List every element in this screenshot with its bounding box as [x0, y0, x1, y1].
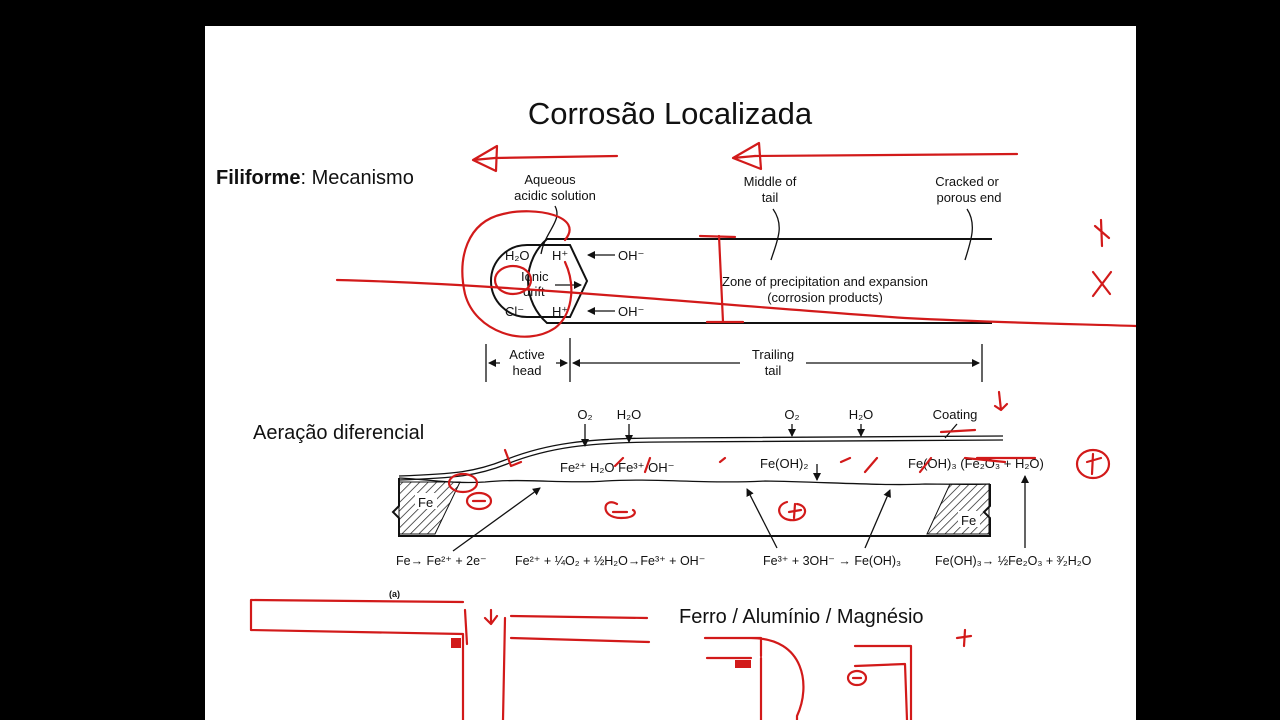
h2o-label-a: H₂O [617, 407, 642, 422]
ink-ticks [613, 456, 933, 474]
ink-cathode-2-plus [787, 502, 803, 520]
aeration-diagram: O₂ H₂O O₂ H₂O Coating Fe Fe Fe²⁺ H₂O Fe³… [389, 407, 1092, 599]
ink-sketch-right [509, 614, 651, 644]
h-plus-top: H⁺ [552, 248, 568, 263]
ink-cathode-2 [778, 500, 807, 522]
active-head-1: Active [509, 347, 544, 362]
aqueous-label-2: acidic solution [514, 188, 596, 203]
ink-step-circle [846, 669, 868, 687]
oh-bottom: OH⁻ [618, 304, 644, 319]
aqueous-leader [540, 205, 558, 255]
ink-i-mark [698, 234, 745, 324]
figure-label: (a) [389, 589, 400, 599]
slide-title: Corrosão Localizada [528, 96, 813, 131]
aeration-heading: Aeração diferencial [253, 422, 424, 444]
ink-d-mark [735, 660, 751, 668]
equation-3: Fe³⁺ + 3OH⁻ → Fe(OH)₃ [763, 554, 901, 568]
filiform-bold: Filiforme [216, 167, 300, 189]
cracked-end-leader [964, 208, 973, 261]
ink-plus-in-circle [1085, 452, 1103, 476]
ink-sketch-gap [463, 608, 507, 720]
filiform-heading: Filiforme: Mecanismo [216, 167, 414, 189]
ink-plus-top [1093, 218, 1111, 248]
ink-pit-mark [451, 638, 461, 648]
equation-2: Fe²⁺ + ¼O₂ + ½H₂O→Fe³⁺ + OH⁻ [515, 554, 705, 568]
ink-arrow-shaft-2 [753, 152, 1019, 158]
o2-label-a: O₂ [577, 407, 592, 422]
ink-sketch-step [853, 644, 913, 720]
ink-anode-circle [447, 472, 479, 494]
zone-label-1: Zone of precipitation and expansion [722, 274, 928, 289]
metals-heading: Ferro / Alumínio / Magnésio [679, 606, 924, 628]
coating-upper [398, 435, 1004, 477]
filiform-rest: : Mecanismo [300, 167, 413, 189]
corrosion-interface [398, 477, 991, 486]
coating-lower [398, 439, 1004, 481]
aqueous-label-1: Aqueous [524, 172, 576, 187]
fe-oh3-label: Fe(OH)₃ (Fe₂O₃ + H₂O) [908, 456, 1044, 471]
slide-canvas: Corrosão Localizada Filiforme: Mecanismo… [216, 96, 1136, 720]
steel-plate [391, 478, 991, 537]
eq3b-leader [864, 489, 891, 549]
cl-label: Cl⁻ [505, 304, 524, 319]
fe-left-label: Fe [418, 495, 433, 510]
trailing-tail-bg [740, 346, 806, 378]
ink-head-circle [461, 210, 573, 338]
ionic-drift-2: drift [523, 284, 545, 299]
oh-top: OH⁻ [618, 248, 644, 263]
equation-1: Fe→ Fe²⁺ + 2e⁻ [396, 554, 487, 568]
o2-label-b: O₂ [784, 407, 799, 422]
ink-times [1091, 270, 1113, 298]
middle-tail-label-1: Middle of [744, 174, 797, 189]
fe-right-bg [958, 511, 980, 527]
ink-arrow-shaft-1 [493, 154, 619, 160]
ink-long-line [335, 278, 1136, 328]
ink-minus-ellipse [465, 491, 493, 511]
filament-diagram: Aqueous acidic solution Middle of tail C… [485, 172, 1002, 382]
ink-plus-circle [1075, 448, 1111, 480]
middle-tail-leader [770, 208, 780, 261]
cracked-end-label-2: porous end [936, 190, 1001, 205]
h-plus-bottom: H⁺ [552, 304, 568, 319]
ink-coating-dash [939, 428, 977, 434]
zone-label-2: (corrosion products) [767, 290, 883, 305]
middle-tail-label-2: tail [762, 190, 779, 205]
ink-plus-bottom [955, 628, 973, 648]
fe-left-bg [415, 493, 437, 509]
ink-sketch-left [249, 598, 465, 720]
coating-label: Coating [933, 407, 978, 422]
eq1-leader [452, 487, 541, 552]
ink-check-left [503, 448, 523, 468]
ink-arrow-head-1 [471, 144, 499, 173]
fe-right-label: Fe [961, 513, 976, 528]
ink-sketch-d [703, 636, 805, 720]
h2o-label: H₂O [505, 248, 530, 263]
eq3-leader [746, 488, 778, 549]
ink-small-circle [493, 264, 533, 296]
ink-coat-strikes [963, 456, 1037, 464]
equation-4: Fe(OH)₃→ ½Fe₂O₃ + ³⁄₂H₂O [935, 554, 1092, 568]
ionic-drift-1: Ionic [521, 269, 549, 284]
slide: Corrosão Localizada Filiforme: Mecanismo… [205, 26, 1136, 720]
h2o-label-b: H₂O [849, 407, 874, 422]
trailing-tail-1: Trailing [752, 347, 794, 362]
active-head-2: head [513, 363, 542, 378]
active-head-droplet [490, 244, 589, 318]
fe-oh2-label: Fe(OH)₂ [760, 456, 808, 471]
ink-coating-arrow [993, 390, 1009, 412]
ink-cathode-1 [604, 501, 636, 520]
active-head-bg [500, 346, 556, 378]
cracked-end-label-1: Cracked or [935, 174, 999, 189]
red-annotations [249, 141, 1136, 720]
ink-arrow-head-2 [731, 141, 763, 171]
trailing-tail-2: tail [765, 363, 782, 378]
